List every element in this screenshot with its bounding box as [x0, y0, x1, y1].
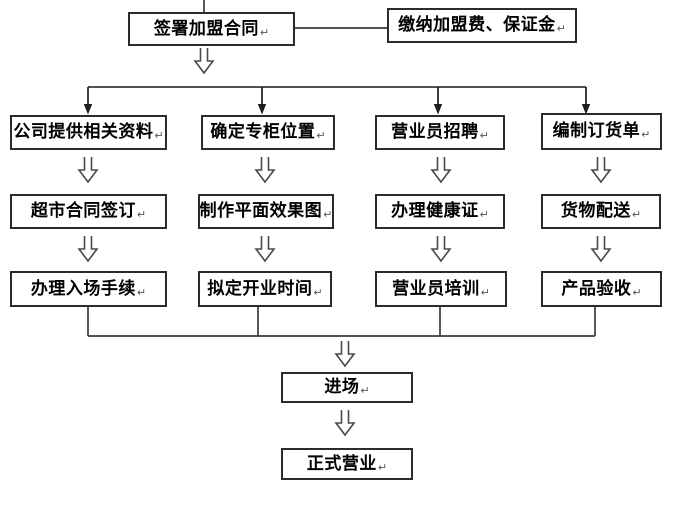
hollow-down-arrow-enter-site	[335, 340, 355, 367]
node-label: 营业员培训	[392, 278, 480, 299]
node-pay-fees: 缴纳加盟费、保证金↵	[387, 8, 577, 43]
node-label: 签署加盟合同	[153, 18, 259, 39]
return-mark: ↵	[313, 285, 323, 299]
node-clerk-training: 营业员培训↵	[375, 271, 507, 307]
node-floor-plan: 制作平面效果图↵	[198, 194, 334, 229]
node-label: 编制订货单	[552, 121, 641, 141]
node-product-acceptance: 产品验收↵	[541, 271, 662, 307]
node-label: 缴纳加盟费、保证金	[398, 15, 556, 35]
return-mark: ↵	[136, 208, 147, 221]
drop-arrow-col3	[432, 86, 444, 116]
node-entry-procedures: 办理入场手续↵	[10, 271, 167, 307]
node-supermarket-contract: 超市合同签订↵	[10, 194, 167, 229]
drop-arrow-col2	[256, 86, 268, 116]
hollow-down-arrow-col4-a	[591, 156, 611, 183]
node-official-opening: 正式营业↵	[281, 448, 413, 480]
return-mark: ↵	[154, 129, 164, 142]
hollow-down-arrow-col3-a	[431, 156, 451, 183]
node-clerk-recruitment: 营业员招聘↵	[375, 115, 505, 150]
return-mark: ↵	[480, 285, 490, 299]
return-mark: ↵	[631, 208, 642, 221]
hollow-down-arrow-official-opening	[335, 409, 355, 436]
drop-arrow-col4	[580, 86, 592, 116]
return-mark: ↵	[136, 285, 147, 299]
node-label: 营业员招聘	[391, 122, 479, 142]
node-label: 办理入场手续	[30, 278, 136, 299]
node-label: 拟定开业时间	[207, 278, 313, 299]
return-mark: ↵	[360, 384, 370, 397]
return-mark: ↵	[479, 129, 489, 142]
node-counter-location: 确定专柜位置↵	[201, 115, 335, 150]
node-label: 产品验收	[561, 278, 632, 299]
hollow-down-arrow-col2-b	[255, 235, 275, 262]
node-label: 正式营业	[306, 453, 377, 474]
return-mark: ↵	[316, 129, 326, 142]
return-mark: ↵	[479, 208, 489, 221]
return-mark: ↵	[259, 25, 270, 39]
drop-arrow-col1	[82, 86, 94, 116]
node-sign-contract: 签署加盟合同↵	[128, 12, 295, 46]
return-mark: ↵	[641, 128, 651, 141]
node-label: 货物配送	[560, 201, 631, 221]
node-label: 确定专柜位置	[210, 122, 316, 142]
node-goods-delivery: 货物配送↵	[541, 194, 661, 229]
node-label: 超市合同签订	[30, 201, 136, 221]
hollow-down-arrow-start	[194, 47, 214, 74]
hollow-down-arrow-col1-a	[78, 156, 98, 183]
return-mark: ↵	[377, 460, 388, 474]
node-health-certificate: 办理健康证↵	[375, 194, 505, 229]
return-mark: ↵	[556, 22, 566, 35]
return-mark: ↵	[323, 208, 333, 221]
node-opening-time: 拟定开业时间↵	[198, 271, 332, 307]
node-label: 办理健康证	[391, 201, 479, 221]
return-mark: ↵	[632, 285, 642, 299]
hollow-down-arrow-col3-b	[431, 235, 451, 262]
hollow-down-arrow-col4-b	[591, 235, 611, 262]
node-label: 制作平面效果图	[199, 201, 323, 221]
hollow-down-arrow-col1-b	[78, 235, 98, 262]
hollow-down-arrow-col2-a	[255, 156, 275, 183]
node-order-form: 编制订货单↵	[541, 113, 662, 150]
node-enter-site: 进场↵	[281, 372, 413, 403]
node-company-materials: 公司提供相关资料↵	[10, 115, 167, 150]
node-label: 公司提供相关资料	[13, 122, 154, 142]
node-label: 进场	[324, 377, 360, 397]
